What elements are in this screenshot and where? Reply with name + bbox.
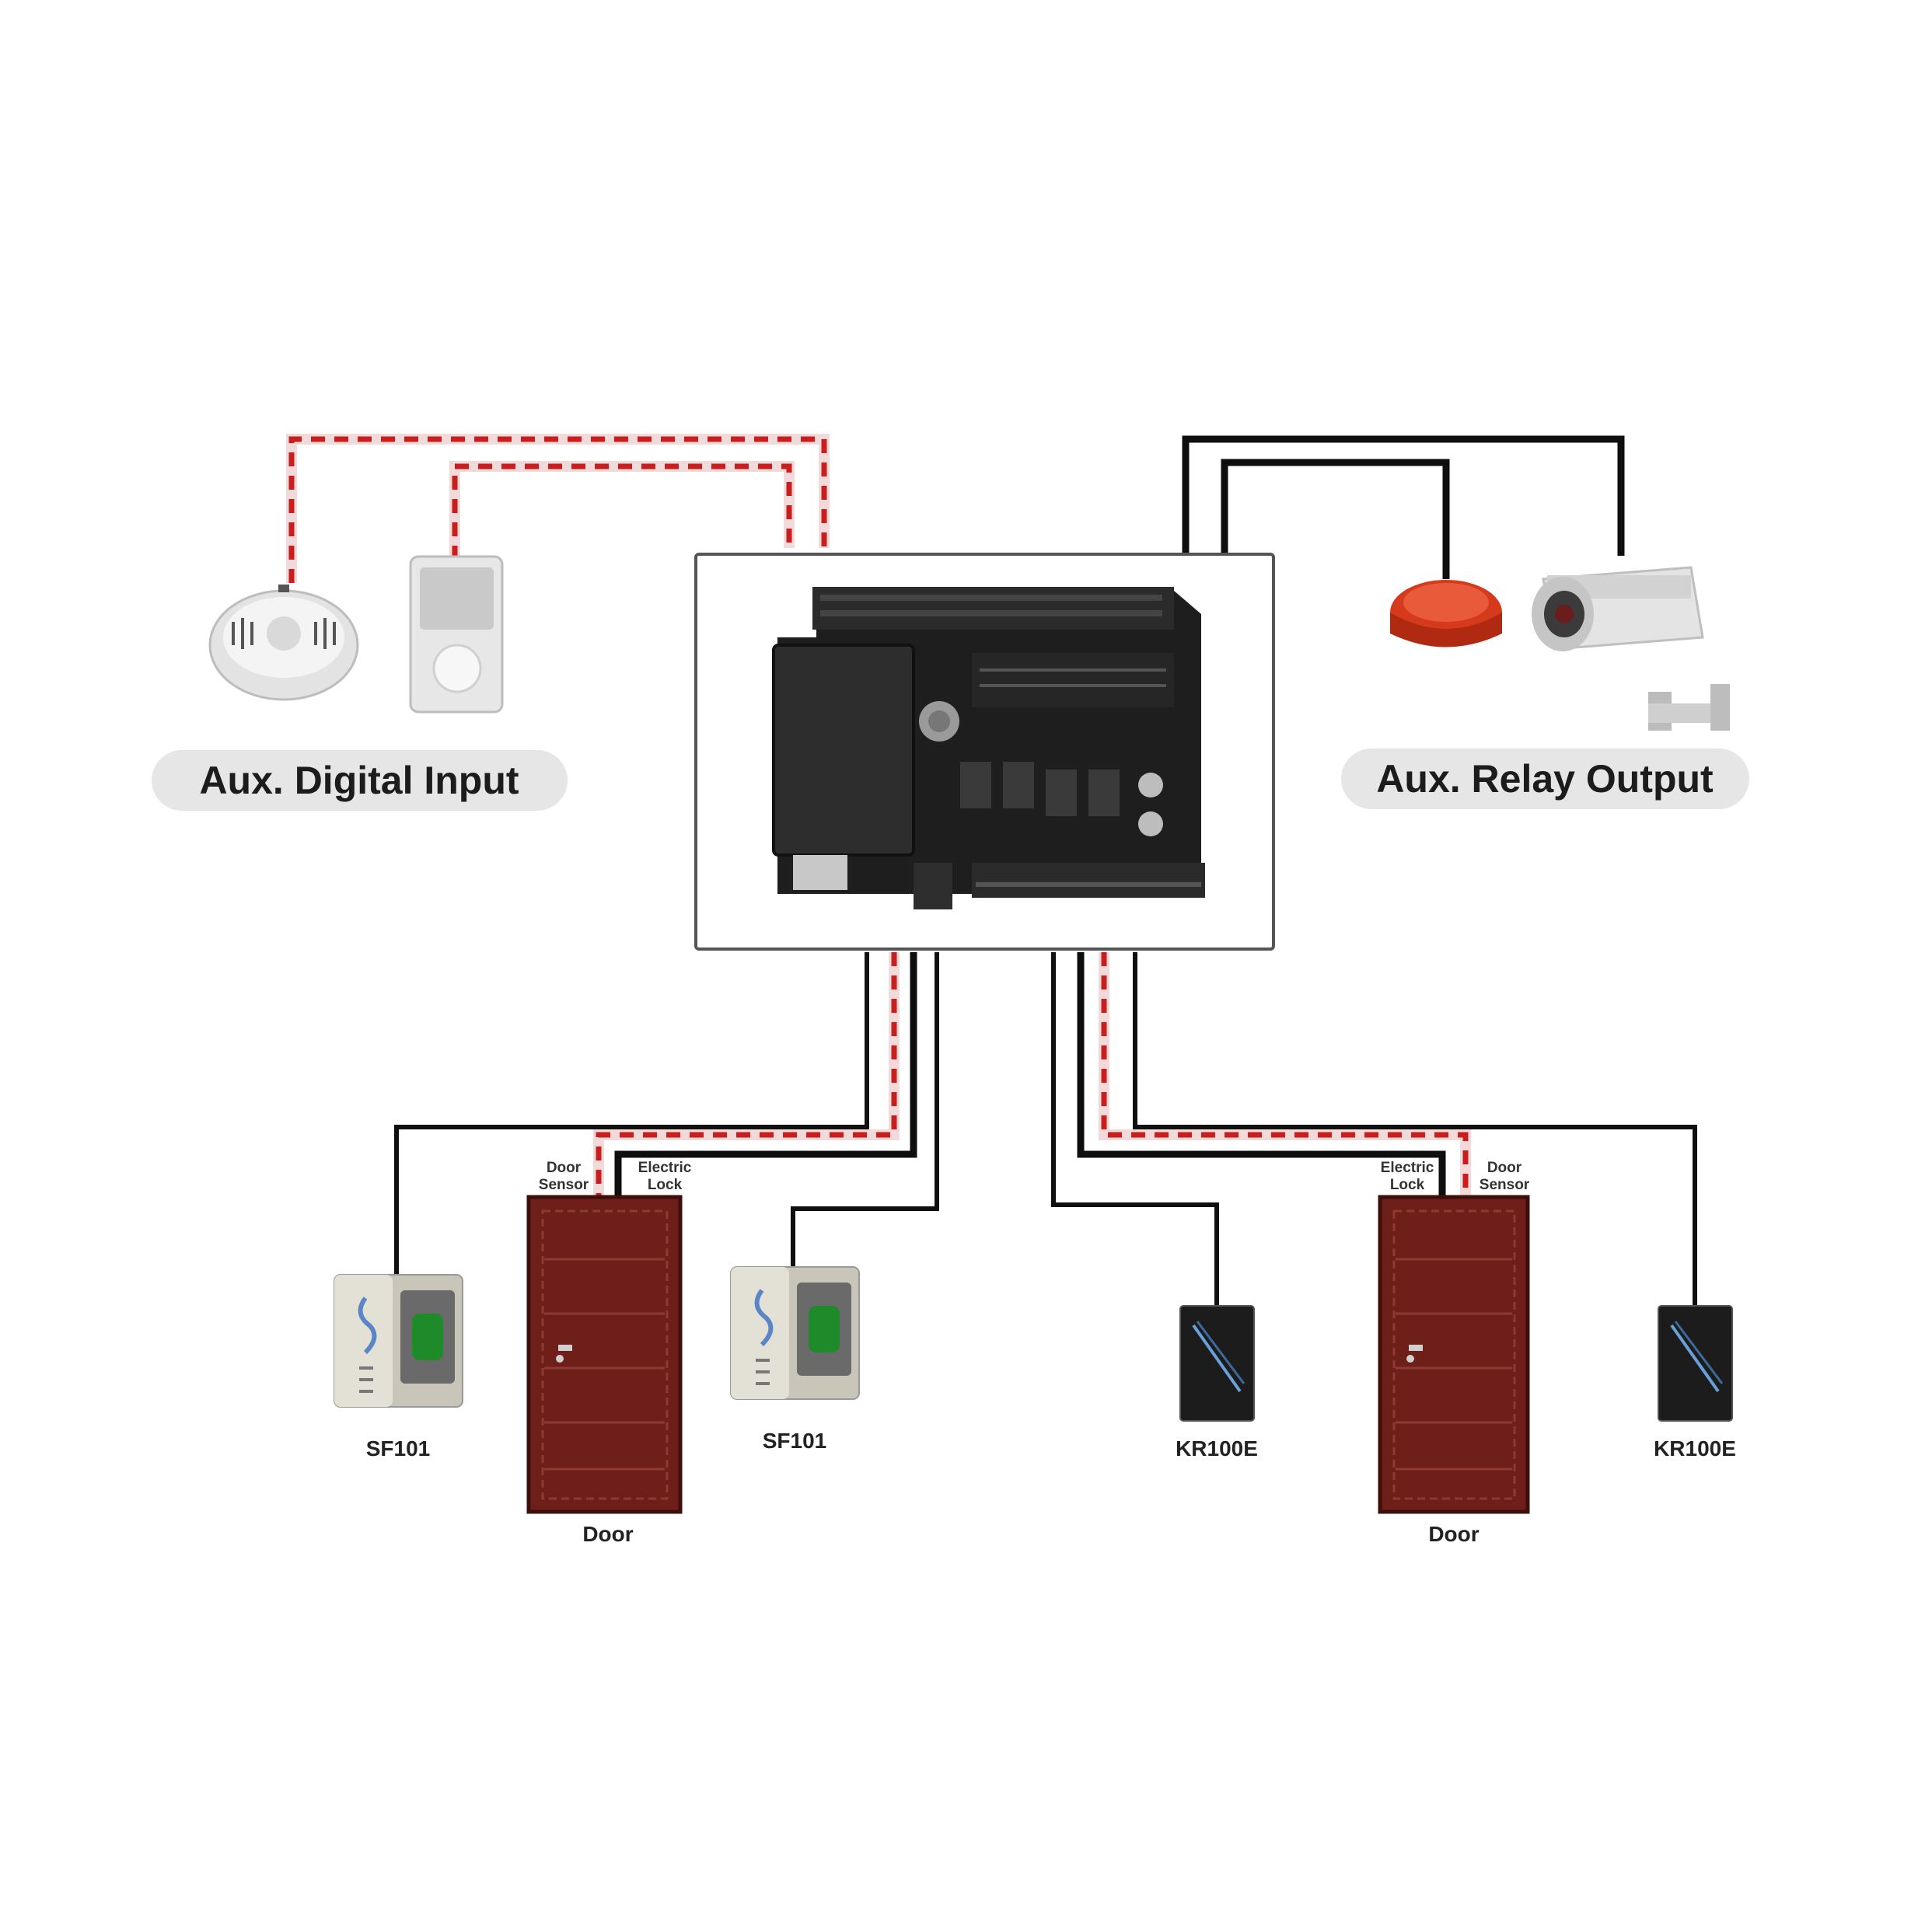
svg-text:Sensor: Sensor (539, 1177, 589, 1193)
aux-input-label-pill: Aux. Digital Input (152, 750, 568, 811)
wiring (286, 434, 1697, 1306)
aux-input-wire-2 (452, 463, 792, 560)
wire-kr100e-right (1133, 952, 1697, 1306)
fingerprint-reader-icon (730, 1266, 860, 1400)
door-sensor-left-label: Door Sensor (539, 1160, 589, 1193)
card-reader-icon (1658, 1305, 1733, 1422)
svg-text:Lock: Lock (1390, 1177, 1425, 1193)
door-icon (1378, 1195, 1530, 1514)
svg-text:Lock: Lock (648, 1177, 683, 1193)
smoke-detector-icon (208, 585, 359, 701)
sf101-right-label: SF101 (763, 1429, 827, 1453)
svg-text:Electric: Electric (638, 1160, 692, 1176)
electric-lock-left-label: Electric Lock (638, 1160, 692, 1193)
kr100e-right-label: KR100E (1654, 1436, 1736, 1461)
controller-panel (694, 553, 1275, 951)
svg-text:Electric: Electric (1381, 1160, 1434, 1176)
door-left-label: Door (582, 1522, 633, 1546)
wire-sf101-left (394, 952, 869, 1283)
aux-output-wire-camera (1182, 435, 1625, 556)
motion-sensor-icon (409, 555, 504, 714)
fingerprint-reader-icon (334, 1274, 463, 1408)
wire-electric-lock-right (1077, 952, 1446, 1197)
aux-output-label-pill: Aux. Relay Output (1341, 749, 1749, 809)
electric-lock-right-label: Electric Lock (1381, 1160, 1434, 1193)
card-reader-icon (1179, 1305, 1255, 1422)
wire-electric-lock-left (614, 952, 917, 1197)
siren-icon (1390, 580, 1502, 647)
svg-text:Sensor: Sensor (1480, 1177, 1530, 1193)
aux-output-label: Aux. Relay Output (1376, 757, 1714, 801)
cctv-camera-icon (1532, 566, 1730, 731)
wire-door-sensor-left (596, 952, 897, 1197)
aux-input-wire-1 (288, 436, 827, 583)
wire-sf101-right (791, 952, 939, 1283)
door-sensor-right-label: Door Sensor (1480, 1160, 1530, 1193)
controller-board-icon (772, 587, 1205, 909)
aux-input-label: Aux. Digital Input (199, 759, 519, 802)
sf101-left-label: SF101 (366, 1436, 431, 1461)
door-right-label: Door (1428, 1522, 1479, 1546)
kr100e-left-label: KR100E (1176, 1436, 1258, 1461)
door-icon (526, 1195, 683, 1514)
wire-kr100e-left (1051, 952, 1219, 1306)
svg-text:Door: Door (1487, 1160, 1522, 1176)
aux-output-wire-siren (1221, 459, 1450, 579)
svg-text:Door: Door (547, 1160, 582, 1176)
wire-door-sensor-right (1101, 952, 1469, 1197)
